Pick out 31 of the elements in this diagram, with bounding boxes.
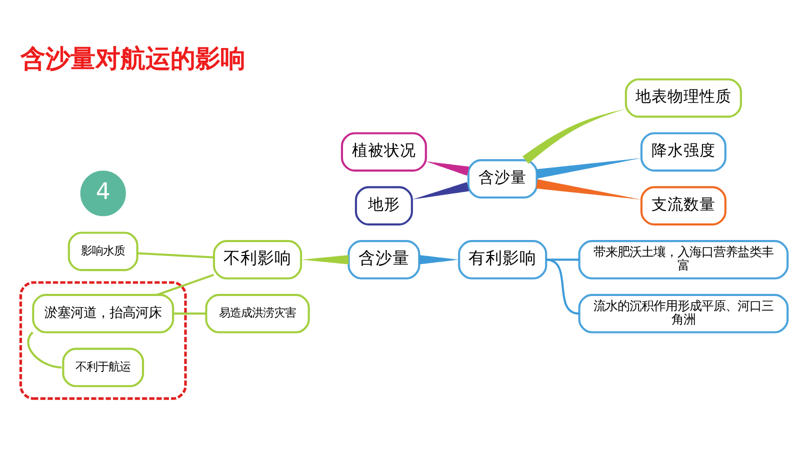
node-box: 植被状况 — [340, 132, 427, 172]
node-box: 带来肥沃土壤，入海口营养盐类丰富 — [578, 240, 789, 279]
node-circle: 4 — [80, 170, 126, 216]
connector — [536, 178, 642, 200]
node-box: 含沙量 — [348, 240, 420, 279]
connector — [546, 258, 580, 260]
connector — [27, 331, 62, 368]
connector — [412, 182, 470, 200]
connector — [546, 258, 580, 314]
node-box: 不利于航运 — [62, 347, 144, 387]
connector — [301, 254, 349, 264]
node-box: 易造成洪涝灾害 — [205, 293, 310, 333]
node-box: 影响水质 — [68, 231, 138, 271]
node-box: 有利影响 — [458, 240, 548, 279]
node-box: 支流数量 — [640, 186, 726, 225]
node-box: 降水强度 — [640, 132, 726, 172]
node-box: 地形 — [354, 186, 413, 225]
connector — [173, 312, 206, 314]
connector — [426, 160, 470, 176]
node-box: 含沙量 — [467, 158, 538, 198]
node-box: 地表物理性质 — [624, 78, 742, 118]
connector — [419, 254, 459, 264]
connector — [156, 273, 214, 296]
node-box: 淤塞河道，抬高河床 — [32, 293, 174, 333]
diagram-title: 含沙量对航运的影响 — [20, 44, 246, 73]
connector — [522, 108, 626, 164]
cluster — [19, 280, 187, 400]
connector — [138, 252, 214, 258]
connector — [536, 158, 642, 178]
node-box: 流水的沉积作用形成平原、河口三角洲 — [578, 293, 789, 333]
node-box: 不利影响 — [212, 240, 302, 279]
